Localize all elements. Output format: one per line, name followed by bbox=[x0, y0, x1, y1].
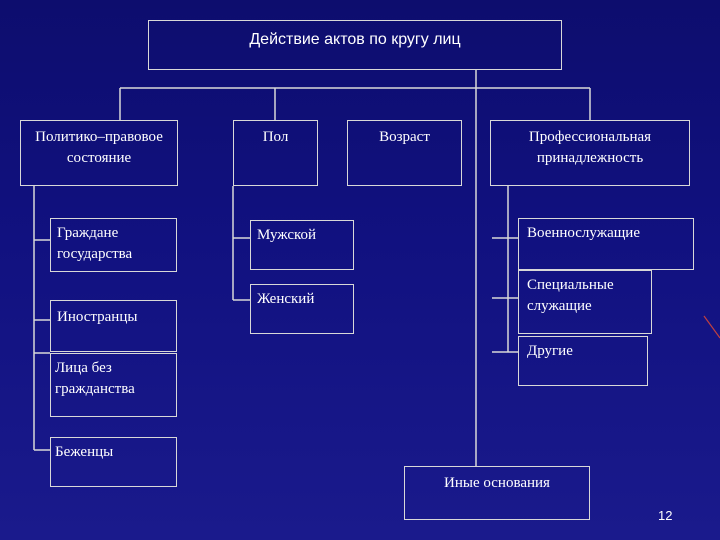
political-item-label: Иностранцы bbox=[57, 309, 138, 325]
root-label: Действие актов по кругу лиц bbox=[249, 31, 461, 48]
political-item-label: Граждане государства bbox=[57, 225, 133, 262]
sex-item-label: Мужской bbox=[257, 227, 317, 243]
political-item-citizens: Граждане государства bbox=[50, 218, 177, 272]
category-sex-label: Пол bbox=[262, 129, 289, 145]
professional-item-military: Военнослужащие bbox=[518, 218, 694, 270]
political-item-label: Лица без гражданства bbox=[55, 360, 135, 397]
category-sex: Пол bbox=[233, 120, 318, 186]
political-item-label: Беженцы bbox=[55, 444, 114, 460]
root-node: Действие актов по кругу лиц bbox=[148, 20, 562, 70]
professional-item-special: Специальные служащие bbox=[518, 270, 652, 334]
sex-item-female: Женский bbox=[250, 284, 354, 334]
professional-item-other: Другие bbox=[518, 336, 648, 386]
category-political-label: Политико–правовое состояние bbox=[35, 129, 163, 166]
sex-item-male: Мужской bbox=[250, 220, 354, 270]
other-basis-label: Иные основания bbox=[444, 475, 550, 491]
political-item-refugees: Беженцы bbox=[50, 437, 177, 487]
professional-item-label: Специальные служащие bbox=[527, 277, 614, 314]
political-item-stateless: Лица без гражданства bbox=[50, 353, 177, 417]
other-basis-node: Иные основания bbox=[404, 466, 590, 520]
page-number: 12 bbox=[658, 508, 673, 523]
sex-item-label: Женский bbox=[257, 291, 315, 307]
category-political: Политико–правовое состояние bbox=[20, 120, 178, 186]
political-item-foreigners: Иностранцы bbox=[50, 300, 177, 352]
category-age-label: Возраст bbox=[379, 129, 430, 145]
category-age: Возраст bbox=[347, 120, 462, 186]
professional-item-label: Другие bbox=[527, 343, 573, 359]
professional-item-label: Военнослужащие bbox=[527, 225, 640, 241]
category-professional-label: Профессиональная принадлежность bbox=[528, 129, 652, 166]
category-professional: Профессиональная принадлежность bbox=[490, 120, 690, 186]
